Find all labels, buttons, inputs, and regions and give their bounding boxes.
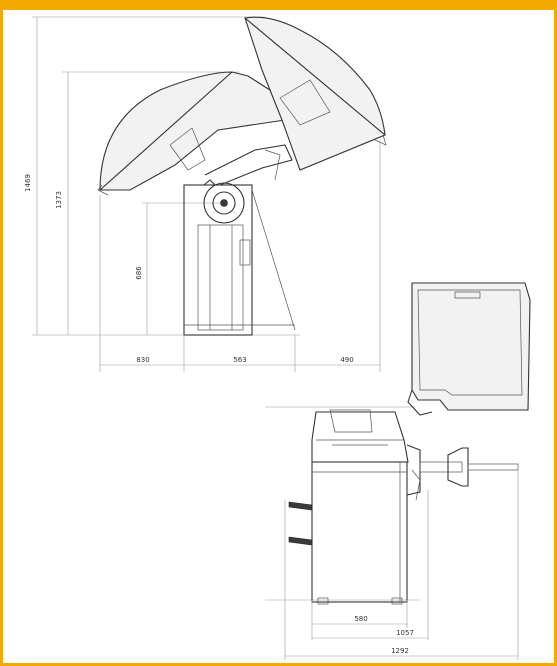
weight-pin-lower (288, 536, 313, 546)
hood-right-handle (374, 134, 387, 146)
dim-label-490: 490 (340, 356, 353, 364)
dim-label-1469: 1469 (24, 174, 32, 192)
shaft-end (220, 199, 228, 207)
front-view: 1469 1373 686 830 5 (24, 16, 387, 372)
cabinet-side-plate (239, 239, 251, 266)
shaft-flange (447, 447, 469, 487)
shaft-brace (411, 469, 421, 501)
side-top-tray (311, 411, 409, 463)
side-hood-inner (417, 289, 523, 396)
side-cabinet (311, 461, 408, 603)
cabinet-front (183, 184, 253, 336)
dim-label-1373: 1373 (55, 191, 63, 209)
dim-label-563: 563 (233, 356, 246, 364)
side-foot-left (317, 597, 329, 605)
side-hood-hinge (407, 389, 433, 416)
side-hood (411, 282, 531, 411)
side-tray-cover (329, 409, 373, 433)
shaft (419, 461, 463, 473)
shaft-housing (406, 444, 421, 496)
hood-arm (204, 144, 293, 186)
hood-left-handle (97, 184, 109, 196)
hood-right-window (279, 79, 331, 126)
hood-arm-detail (264, 149, 281, 181)
dim-label-580: 580 (354, 615, 367, 623)
dim-label-1057: 1057 (396, 629, 414, 637)
dim-label-830: 830 (136, 356, 149, 364)
wheel-flange (203, 182, 245, 224)
wheel-hub (212, 191, 236, 215)
cabinet-side-edge (251, 189, 296, 331)
side-view: 580 1057 1292 (265, 282, 531, 660)
hood-left (99, 71, 286, 191)
hood-left-rim (99, 71, 233, 191)
hood-right-rim (244, 17, 386, 136)
dim-label-1292: 1292 (391, 647, 409, 655)
flange-top (203, 179, 216, 186)
shaft-extension (467, 463, 519, 471)
hood-right (244, 16, 386, 171)
dim-label-686: 686 (135, 266, 143, 280)
side-foot-right (391, 597, 403, 605)
cabinet-panel (197, 224, 244, 331)
side-hood-handle (454, 291, 481, 299)
weight-pin-upper (288, 501, 313, 511)
hood-left-window (169, 127, 206, 171)
